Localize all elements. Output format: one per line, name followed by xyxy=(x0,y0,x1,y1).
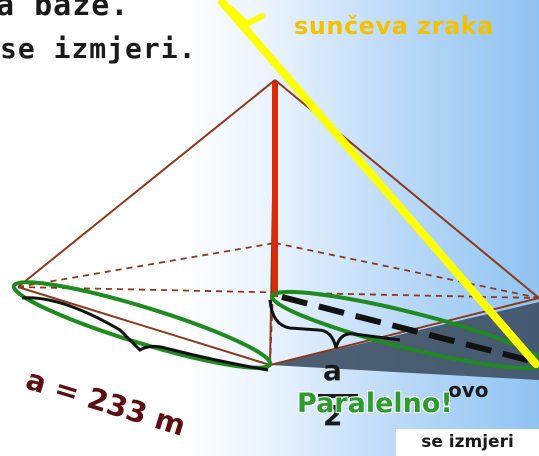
edge-base-front xyxy=(17,286,271,366)
sun-ray-arrow xyxy=(227,5,265,27)
sun-ray-label: sunčeva zraka xyxy=(294,12,494,40)
top-text-line-2: se izmjeri. xyxy=(0,32,197,65)
shadow-triangle xyxy=(270,302,539,380)
fraction-denominator: 2 xyxy=(323,399,343,432)
sun-ray xyxy=(218,0,539,368)
shadow-segment-ellipse xyxy=(270,289,539,371)
fraction-numerator: a xyxy=(323,354,342,387)
edge-apex-left xyxy=(17,79,276,288)
ovo-label: ovo xyxy=(448,378,489,402)
half-base-segment xyxy=(281,294,536,365)
parallel-label: Paralelno! xyxy=(297,388,453,419)
top-text-line-1: a baze. xyxy=(0,0,130,23)
hidden-edge-left xyxy=(17,242,276,288)
sky-gradient xyxy=(180,0,539,456)
brace-base xyxy=(21,296,269,372)
fraction-bar xyxy=(318,394,358,398)
measure-caption: se izmjeri xyxy=(396,429,539,456)
base-edge-ellipse xyxy=(11,280,273,370)
hidden-edge-diag xyxy=(17,286,539,299)
hidden-edge-right xyxy=(274,242,539,299)
brace-half xyxy=(268,299,401,349)
